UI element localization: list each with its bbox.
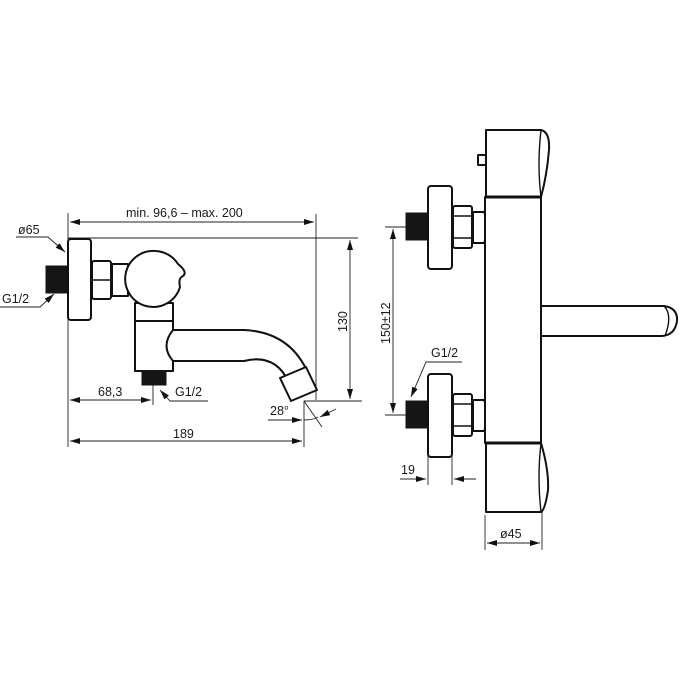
spout bbox=[165, 329, 309, 384]
outlet-thread-label: G1/2 bbox=[175, 385, 203, 399]
rosette bbox=[67, 238, 92, 321]
spout-tip bbox=[279, 366, 318, 402]
upper-rosette bbox=[427, 185, 453, 270]
inlet-spacing-label: 150±12 bbox=[379, 302, 393, 344]
thermostat-body bbox=[484, 196, 542, 444]
upper-inlet-thread-solid bbox=[405, 212, 429, 241]
spout-face-normal-line bbox=[303, 400, 323, 428]
wall-thread-label: G1/2 bbox=[2, 292, 30, 306]
outlet-thread-leader bbox=[159, 389, 208, 402]
upper-hex-nut bbox=[452, 205, 473, 249]
inlet-thread-label: G1/2 bbox=[431, 346, 459, 360]
wall-thread-solid bbox=[45, 265, 69, 294]
body-diameter-label: ø45 bbox=[500, 527, 522, 541]
side-view bbox=[0, 213, 362, 447]
depth-dimension-label: min. 96,6 – max. 200 bbox=[126, 206, 243, 220]
mixer-body-lower bbox=[134, 302, 174, 372]
rosette-depth-label: 19 bbox=[401, 463, 415, 477]
total-projection-label: 189 bbox=[173, 427, 194, 441]
lower-rosette bbox=[427, 373, 453, 458]
wall-thread-leader bbox=[0, 293, 55, 308]
front-spout-tip-curve bbox=[663, 305, 670, 337]
top-handle-edge bbox=[538, 129, 542, 198]
height-label: 130 bbox=[336, 311, 350, 332]
angle-arrow-right bbox=[319, 408, 337, 418]
inlet-thread-leader bbox=[410, 361, 462, 398]
temperature-handle bbox=[124, 249, 186, 308]
temperature-control-handle bbox=[485, 129, 551, 198]
front-spout bbox=[540, 305, 679, 337]
angle-arc bbox=[303, 416, 319, 421]
rosette-diameter-label: ø65 bbox=[18, 223, 40, 237]
safety-button bbox=[477, 154, 487, 166]
lower-hex-nut bbox=[452, 393, 473, 437]
spout-angle-label: 28° bbox=[270, 404, 289, 418]
rosette-leader bbox=[16, 236, 66, 253]
lower-inlet-thread-solid bbox=[405, 400, 429, 429]
flow-control-handle bbox=[485, 442, 550, 513]
outlet-offset-label: 68,3 bbox=[98, 385, 123, 399]
outlet-thread-solid bbox=[141, 370, 167, 386]
bottom-handle-edge bbox=[538, 442, 542, 513]
front-view bbox=[385, 129, 679, 550]
